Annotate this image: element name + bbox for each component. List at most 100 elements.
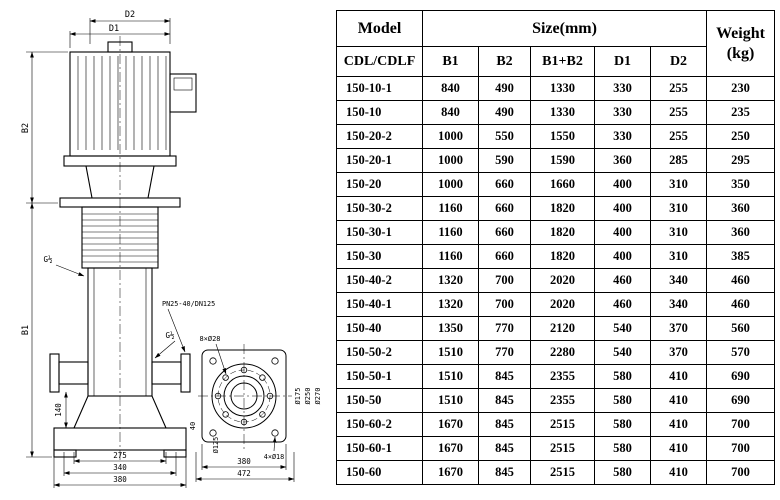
- pump-front-view: [49, 41, 197, 458]
- value-cell: 1670: [422, 412, 479, 437]
- model-cell: 150-10-1: [336, 76, 423, 101]
- col-header-d1: D1: [594, 46, 651, 77]
- value-cell: 410: [649, 388, 708, 413]
- terminal-box: [169, 73, 197, 113]
- value-cell: 580: [594, 364, 651, 389]
- value-cell: 560: [706, 316, 776, 341]
- value-cell: 700: [706, 436, 776, 461]
- value-cell: 2515: [530, 436, 595, 461]
- value-cell: 1590: [530, 148, 595, 173]
- discharge-flange: [180, 353, 191, 393]
- col-header-b1b2: B1+B2: [530, 46, 595, 77]
- value-cell: 350: [706, 172, 776, 197]
- value-cell: 845: [478, 436, 531, 461]
- value-cell: 540: [594, 340, 651, 365]
- value-cell: 310: [649, 172, 708, 197]
- value-cell: 570: [706, 340, 776, 365]
- plan-dia250-label: Ø250: [304, 388, 312, 405]
- value-cell: 490: [478, 76, 531, 101]
- value-cell: 410: [649, 436, 708, 461]
- value-cell: 580: [594, 460, 651, 485]
- value-cell: 490: [478, 100, 531, 125]
- dim-380-front-label: 380: [113, 475, 127, 484]
- model-cell: 150-60: [336, 460, 423, 485]
- value-cell: 660: [478, 244, 531, 269]
- value-cell: 1820: [530, 196, 595, 221]
- value-cell: 330: [594, 100, 651, 125]
- value-cell: 340: [649, 268, 708, 293]
- front-view-dimensions: [26, 18, 187, 488]
- value-cell: 580: [594, 412, 651, 437]
- suction-pipe: [58, 361, 89, 385]
- value-cell: 410: [649, 412, 708, 437]
- col-header-b2: B2: [478, 46, 531, 77]
- value-cell: 385: [706, 244, 776, 269]
- value-cell: 1000: [422, 124, 479, 149]
- model-cell: 150-40: [336, 316, 423, 341]
- value-cell: 1320: [422, 268, 479, 293]
- value-cell: 340: [649, 292, 708, 317]
- value-cell: 660: [478, 196, 531, 221]
- value-cell: 235: [706, 100, 776, 125]
- dim-d2-label: D2: [125, 10, 135, 20]
- value-cell: 330: [594, 76, 651, 101]
- value-cell: 1000: [422, 148, 479, 173]
- plan-4-holes-label: 4×Ø18: [264, 453, 284, 461]
- motor-fins: [77, 56, 167, 150]
- value-cell: 2355: [530, 388, 595, 413]
- value-cell: 845: [478, 460, 531, 485]
- value-cell: 1510: [422, 388, 479, 413]
- model-cell: 150-50-1: [336, 364, 423, 389]
- value-cell: 460: [594, 292, 651, 317]
- plan-corner-hole: [271, 429, 279, 437]
- value-cell: 310: [649, 220, 708, 245]
- plan-corner-hole: [209, 429, 217, 437]
- value-cell: 1160: [422, 244, 479, 269]
- value-cell: 2515: [530, 412, 595, 437]
- suction-flange: [49, 353, 60, 393]
- value-cell: 360: [706, 220, 776, 245]
- spec-table: Model Size(mm) Weight (kg) CDL/CDLF B1 B…: [336, 10, 776, 485]
- value-cell: 310: [649, 244, 708, 269]
- value-cell: 845: [478, 364, 531, 389]
- dim-140-label: 140: [54, 403, 63, 417]
- value-cell: 1670: [422, 436, 479, 461]
- model-cell: 150-20-2: [336, 124, 423, 149]
- plan-dim-472-label: 472: [237, 469, 251, 478]
- terminal-box-lid: [173, 77, 193, 91]
- value-cell: 360: [706, 196, 776, 221]
- value-cell: 840: [422, 100, 479, 125]
- base-plate: [53, 427, 187, 451]
- value-cell: 2355: [530, 364, 595, 389]
- value-cell: 700: [478, 292, 531, 317]
- value-cell: 1320: [422, 292, 479, 317]
- value-cell: 1550: [530, 124, 595, 149]
- discharge-pipe: [151, 361, 182, 385]
- col-header-b1: B1: [422, 46, 479, 77]
- value-cell: 845: [478, 388, 531, 413]
- value-cell: 400: [594, 244, 651, 269]
- value-cell: 400: [594, 196, 651, 221]
- dim-d1-label: D1: [109, 24, 119, 34]
- value-cell: 2120: [530, 316, 595, 341]
- model-cell: 150-60-1: [336, 436, 423, 461]
- value-cell: 230: [706, 76, 776, 101]
- value-cell: 1160: [422, 196, 479, 221]
- value-cell: 460: [706, 292, 776, 317]
- value-cell: 2020: [530, 292, 595, 317]
- plan-dia125-label: Ø125: [212, 437, 220, 453]
- model-header: Model: [336, 10, 423, 47]
- model-cell: 150-10: [336, 100, 423, 125]
- model-cell: 150-30: [336, 244, 423, 269]
- value-cell: 1820: [530, 244, 595, 269]
